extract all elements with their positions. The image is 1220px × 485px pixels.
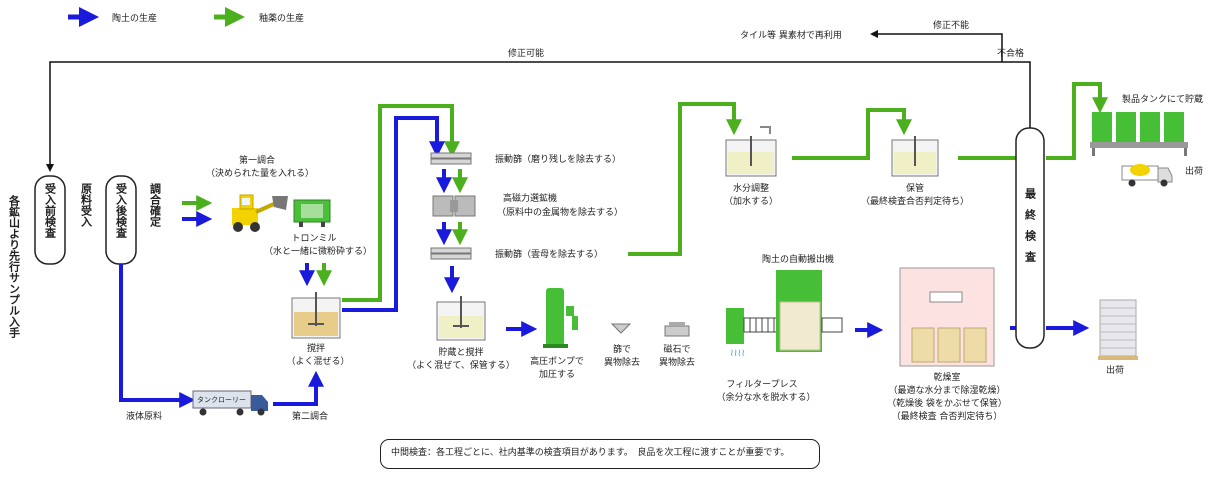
magnet-filter-icon <box>664 322 690 337</box>
blend-confirm-text: 調合確定 <box>149 182 162 228</box>
correctable-label: 修正可能 <box>508 47 544 59</box>
delivery-truck-icon <box>1121 164 1173 187</box>
trommel-mill-icon <box>293 199 331 227</box>
magnet-note: （原料中の金属物を除去する） <box>497 206 623 218</box>
water-adjust-tank-icon <box>725 126 777 177</box>
magnet-remove-label: 磁石で <box>663 343 690 355</box>
keep-note: （最終検査合否判定待ち） <box>861 195 969 207</box>
sieve-filter-icon <box>610 323 632 334</box>
clay-stack-icon <box>1098 299 1138 360</box>
stir-tank-icon <box>291 292 341 339</box>
keep-tank-icon <box>891 136 939 177</box>
glaze-to-water-line <box>628 102 742 256</box>
wheel-loader-icon <box>232 194 288 232</box>
first-blend-label: 第一調合 <box>239 154 275 166</box>
storage-stir-note: （よく混ぜて、保管する） <box>407 359 515 371</box>
receive-text: 原料受入 <box>80 183 93 228</box>
ship2-label: 出荷 <box>1106 364 1124 376</box>
filter-press-icon: ≀≀≀≀ <box>726 270 843 359</box>
intermediate-inspection-note: 中間検査：各工程ごとに、社内基準の検査項目があります。 良品を次工程に渡すことが… <box>380 439 820 469</box>
keep-label: 保管 <box>906 182 924 194</box>
dryer-room-icon <box>899 267 995 367</box>
product-tank-label: 製品タンクにて貯蔵 <box>1122 93 1203 105</box>
product-tanks-icon <box>1090 112 1188 156</box>
legend-clay-label: 陶土の生産 <box>112 12 157 24</box>
auto-unloader-label: 陶土の自動搬出機 <box>762 253 834 265</box>
sieve-remove-label: 篩で <box>613 343 631 355</box>
storage-tank-icon <box>436 296 486 341</box>
glaze-to-keep-line <box>792 108 912 160</box>
final-inspection-text: 最終検査 <box>1024 188 1037 272</box>
legend-glaze-label: 釉薬の生産 <box>259 12 304 24</box>
storage-stir-label: 貯蔵と撹拌 <box>438 346 483 358</box>
liquid-material-label: 液体原料 <box>126 410 162 422</box>
not-correctable-line <box>870 30 1003 62</box>
pump-label: 高圧ポンプで <box>530 355 584 367</box>
stir-label: 撹拌 <box>307 342 325 354</box>
water-adjust-label: 水分調整 <box>733 182 769 194</box>
dryer-note2: （乾燥後 袋をかぶせて保管） <box>887 397 1007 409</box>
sieve-remove-note: 異物除去 <box>604 356 640 368</box>
not-correctable-label: 修正不能 <box>933 19 969 31</box>
inspection-loop: 修正可能 不合格 修正不能 タイル等 異素材で再利用 <box>46 19 1031 172</box>
filter-press-label: フィルタープレス <box>726 379 797 390</box>
water-adjust-note: （加水する） <box>724 195 778 207</box>
reject-label: 不合格 <box>997 47 1024 59</box>
trommel-label: トロンミル <box>291 234 336 244</box>
pre-inspection-box <box>34 175 66 265</box>
tank-lorry: タンクローリー <box>192 390 268 416</box>
glaze-riser-line <box>342 104 460 302</box>
dryer-note1: （最適な水分まで除湿乾燥） <box>888 384 1005 396</box>
sample-text: 各鉱山より先行サンプル入手 <box>8 194 22 339</box>
dryer-note3: （最終検査 合否判定待ち） <box>892 410 1003 422</box>
filter-press-note: （余分な水を脱水する） <box>716 391 815 403</box>
liquid-route-line <box>119 264 196 408</box>
second-blend-line <box>273 370 324 406</box>
stir-note: （よく混ぜる） <box>286 356 349 367</box>
tank-lorry-label: タンクローリー <box>197 395 246 404</box>
vibrating-sieve-2-icon <box>430 247 472 260</box>
ship-label: 出荷 <box>1185 165 1203 177</box>
magnet-remove-note: 異物除去 <box>659 356 695 368</box>
pump-note: 加圧する <box>539 369 575 380</box>
dryer-label: 乾燥室 <box>933 371 960 383</box>
clay-riser-line <box>342 116 445 312</box>
magnet-label: 高磁力選鉱機 <box>503 192 557 204</box>
sieve2-label: 振動篩（雲母を除去する） <box>495 248 603 260</box>
magnetic-separator-icon <box>432 195 476 217</box>
left-column: 各鉱山より先行サンプル入手 受入前検査 原料受入 受入後検査 調合確定 <box>8 175 162 339</box>
reuse-label: タイル等 異素材で再利用 <box>740 29 842 41</box>
water-drops-icon: ≀≀≀≀ <box>730 348 745 359</box>
correctable-line <box>46 61 1031 172</box>
final-inspection-box <box>1015 127 1045 349</box>
trommel-note: （水と一緒に微粉砕する） <box>264 245 372 257</box>
high-pressure-pump-icon <box>543 288 578 348</box>
final-to-tank-line <box>1046 82 1108 160</box>
pre-inspection-text: 受入前検査 <box>44 182 57 238</box>
first-blend-note: （決められた量を入れる） <box>206 167 314 179</box>
vibrating-sieve-1-icon <box>430 152 472 165</box>
sieve1-label: 振動篩（磨り残しを除去する） <box>495 153 621 165</box>
post-inspection-text: 受入後検査 <box>115 182 128 238</box>
legend: 陶土の生産 釉薬の生産 <box>68 7 304 27</box>
second-blend-label: 第二調合 <box>292 410 328 422</box>
